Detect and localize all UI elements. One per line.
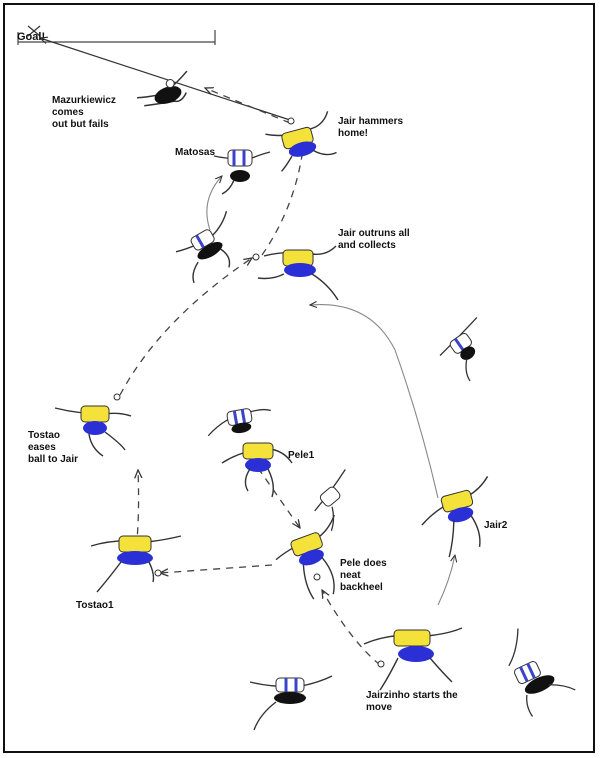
jair2-label: Jair2: [484, 520, 508, 531]
tostao-eases-label: Tostao eases ball to Jair: [28, 430, 79, 465]
ball-in-net-icon: [27, 25, 41, 37]
tostao-first-figure: [90, 535, 182, 593]
uruguay-tackler-figure: [175, 210, 231, 284]
jair-start-run-path: [437, 555, 455, 606]
pele-pass-path: [160, 564, 273, 573]
jair-collecting-figure: [257, 245, 339, 301]
ball-icon: [377, 660, 385, 668]
jair-shot-to-keeper: [205, 88, 291, 124]
tostao1-label: Tostao1: [76, 600, 114, 611]
jairzinho-start-figure: [363, 627, 463, 691]
goal-label: Goal!: [17, 31, 46, 43]
pele-backheel-label: Pele does neat backheel: [340, 558, 387, 593]
tostao-pass-path: [135, 470, 139, 561]
jair-long-run-path: [310, 305, 439, 499]
keeper-figure: [137, 70, 188, 107]
ball-icon: [287, 117, 295, 125]
jairzinho-starts-label: Jairzinho starts the move: [366, 690, 458, 713]
jair-outruns-label: Jair outruns all and collects: [338, 228, 410, 251]
pele-first-figure: [221, 442, 293, 498]
matosas-chase-path: [206, 176, 222, 231]
ball-icon: [113, 393, 121, 401]
pele-backheel-figure: [275, 514, 335, 600]
jair-hammers-label: Jair hammers home!: [338, 116, 404, 139]
uruguay-chaser-figure: [314, 469, 346, 531]
mazurkiewicz-label: Mazurkiewicz comes out but fails: [52, 95, 116, 130]
uruguay-marker-figure: [207, 408, 272, 437]
tostao-passing-figure: [54, 405, 132, 457]
tostao-through-ball-path: [119, 258, 252, 396]
pele-receives-path: [257, 467, 300, 528]
jair-shooting-figure: [265, 111, 337, 172]
jair-second-figure: [421, 476, 489, 558]
matosas-label: Matosas: [175, 147, 216, 158]
uruguay-defender-figure: [439, 317, 478, 382]
picture-frame: [3, 3, 595, 753]
goal-line: [17, 25, 216, 45]
ball-icon: [154, 569, 162, 577]
matosas-figure: [213, 149, 271, 195]
uruguay-right-figure: [508, 628, 576, 717]
ball-icon: [252, 253, 260, 261]
pele1-label: Pele1: [288, 450, 315, 461]
ball-icon: [313, 573, 321, 581]
jairzinho-dribble-path: [322, 590, 381, 666]
uruguay-bottom-figure: [249, 675, 333, 731]
